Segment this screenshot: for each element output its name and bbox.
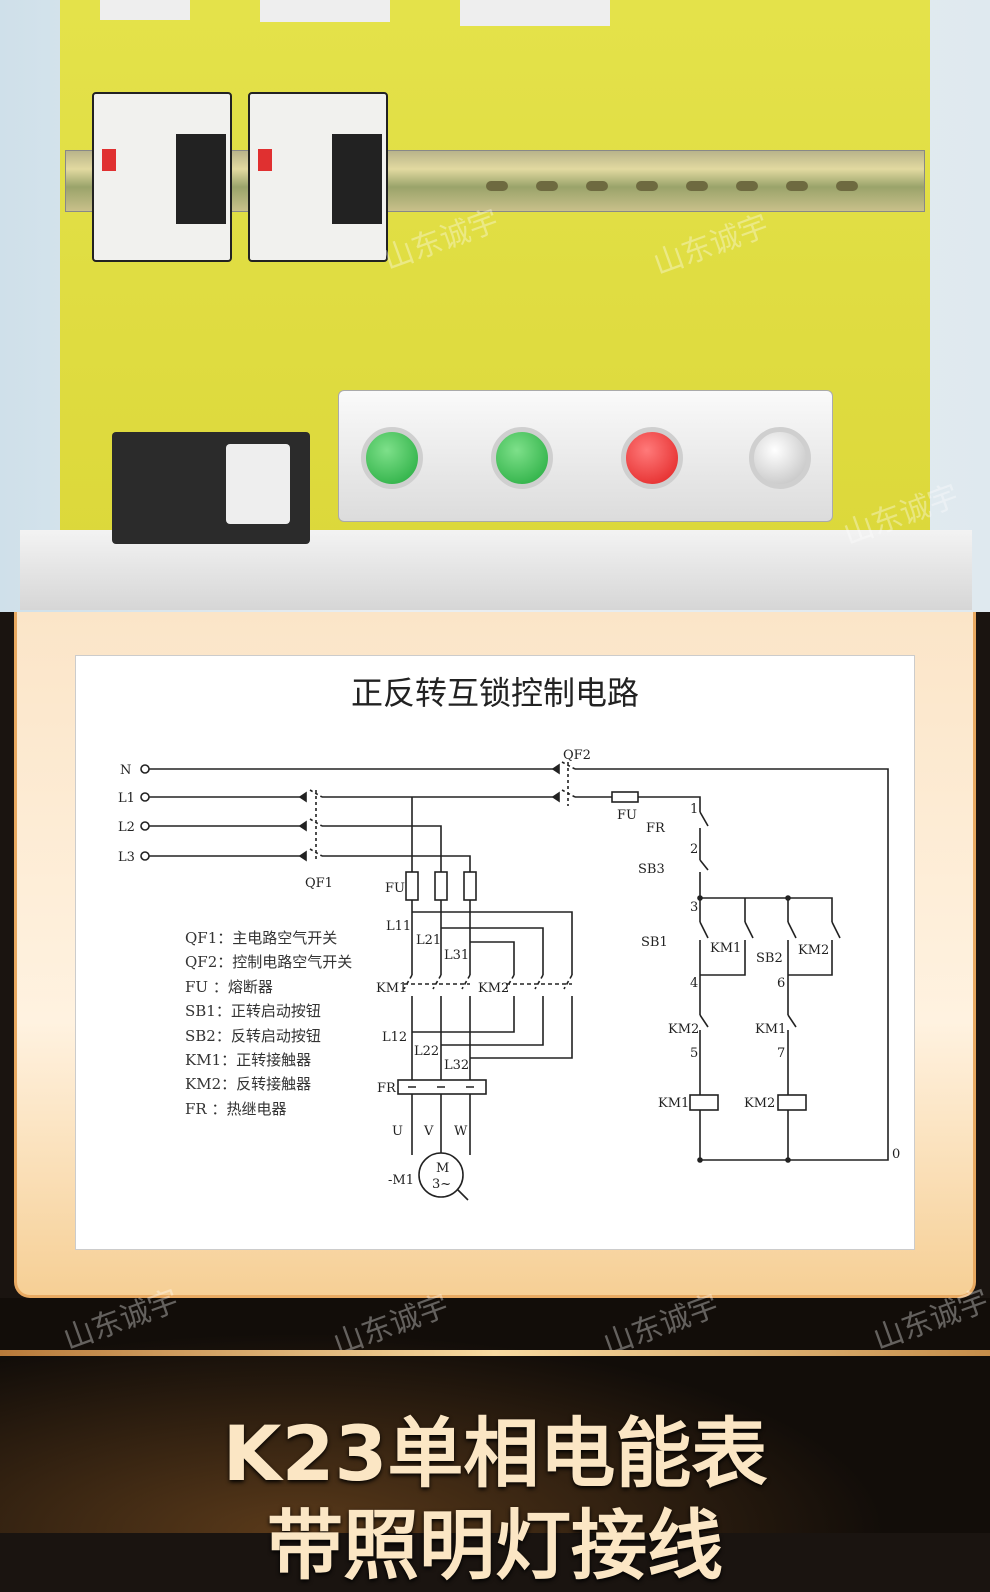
v-label: V: [423, 1124, 434, 1139]
legend-item: FU ：熔断器: [185, 977, 273, 996]
fr-heater: [397, 1079, 487, 1095]
gold-divider: [0, 1350, 990, 1356]
qf1-breaker: [298, 789, 323, 862]
node-label: 3: [690, 900, 698, 915]
contactor-km2: [248, 92, 388, 262]
line-label: L2: [118, 820, 135, 835]
supply-lines: [140, 764, 889, 1161]
thermal-relay: [112, 432, 310, 544]
km2-main-contacts: [505, 974, 573, 990]
fr-ctrl-label: FR: [646, 821, 666, 836]
sb3-label: SB3: [638, 862, 665, 877]
w-label: W: [454, 1124, 468, 1139]
node-label: 4: [690, 976, 698, 991]
circuit-diagram: N L1 L2 L3 QF1 QF2 FU FU L11 L21 L31 KM1…: [118, 748, 900, 1201]
diagram-title: 正反转互锁控制电路: [350, 674, 639, 712]
main-fuses: [405, 871, 477, 901]
fu-main-label: FU: [385, 881, 405, 896]
meter-module: [460, 0, 610, 26]
legend-item: QF1：主电路空气开关: [185, 929, 338, 947]
legend-item: QF2：控制电路空气开关: [185, 953, 353, 972]
line-label: L3: [118, 850, 135, 865]
node-label: 7: [777, 1046, 785, 1061]
motor-symbol: [418, 1152, 464, 1198]
km1-coil-label: KM1: [658, 1096, 689, 1111]
breaker-module: [260, 0, 390, 22]
motor-label: -M1: [388, 1173, 414, 1188]
km2-coil-label: KM2: [744, 1096, 775, 1111]
line-label: L1: [118, 791, 135, 806]
node-label: 2: [690, 842, 698, 857]
u-label: U: [392, 1124, 403, 1139]
legend-item: KM2：反转接触器: [185, 1075, 312, 1094]
line-label: N: [120, 763, 131, 778]
button-box: [338, 390, 833, 522]
node-label: 1: [690, 802, 698, 817]
km1-main-contacts: [403, 974, 471, 990]
headline-line2: 带照明灯接线: [267, 1501, 723, 1590]
l32-label: L32: [444, 1058, 469, 1073]
node-label: 6: [777, 976, 785, 991]
indicator-light: [749, 427, 811, 489]
red-button: [621, 427, 683, 489]
l22-label: L22: [414, 1044, 439, 1059]
l12-label: L12: [382, 1030, 407, 1045]
banner-background: [0, 1298, 990, 1533]
km2-aux-label: KM2: [798, 943, 829, 958]
l21-label: L21: [416, 933, 441, 948]
breaker-module: [100, 0, 190, 20]
km1-aux-label: KM1: [710, 941, 741, 956]
sb1-label: SB1: [641, 935, 668, 950]
km1-main-label: KM1: [376, 981, 407, 996]
motor-phase-label: 3~: [432, 1177, 451, 1192]
contactor-km1: [92, 92, 232, 262]
qf1-label: QF1: [305, 876, 333, 891]
control-fuse: [611, 791, 639, 803]
fu-ctrl-label: FU: [617, 808, 637, 823]
km1-coil: [689, 1094, 719, 1111]
motor-m-label: M: [436, 1161, 449, 1176]
node-label: 0: [892, 1147, 900, 1162]
legend-item: SB2：反转启动按钮: [185, 1026, 321, 1045]
km2-nc-label: KM2: [668, 1022, 699, 1037]
qf2-breaker: [551, 761, 576, 806]
product-photo: 山东诚宇 山东诚宇 山东诚宇: [0, 0, 990, 612]
green-button: [491, 427, 553, 489]
legend-item: SB1：正转启动按钮: [185, 1002, 321, 1021]
qf2-label: QF2: [563, 748, 591, 763]
l11-label: L11: [386, 919, 411, 934]
legend-item: KM1：正转接触器: [185, 1051, 312, 1070]
diagram-card: [75, 655, 915, 1250]
headline-line1: K23单相电能表: [222, 1409, 768, 1498]
km2-coil: [777, 1094, 807, 1111]
legend-item: FR ：热继电器: [185, 1099, 287, 1118]
sb2-label: SB2: [756, 951, 783, 966]
banner-headline: K23单相电能表 带照明灯接线: [0, 1408, 990, 1592]
node-label: 5: [690, 1046, 698, 1061]
diagram-legend: QF1：主电路空气开关 QF2：控制电路空气开关 FU ：熔断器 SB1：正转启…: [185, 926, 352, 1121]
fr-main-label: FR: [377, 1081, 397, 1096]
green-button: [361, 427, 423, 489]
km1-nc-label: KM1: [755, 1022, 786, 1037]
km2-main-label: KM2: [478, 981, 509, 996]
l31-label: L31: [444, 948, 469, 963]
